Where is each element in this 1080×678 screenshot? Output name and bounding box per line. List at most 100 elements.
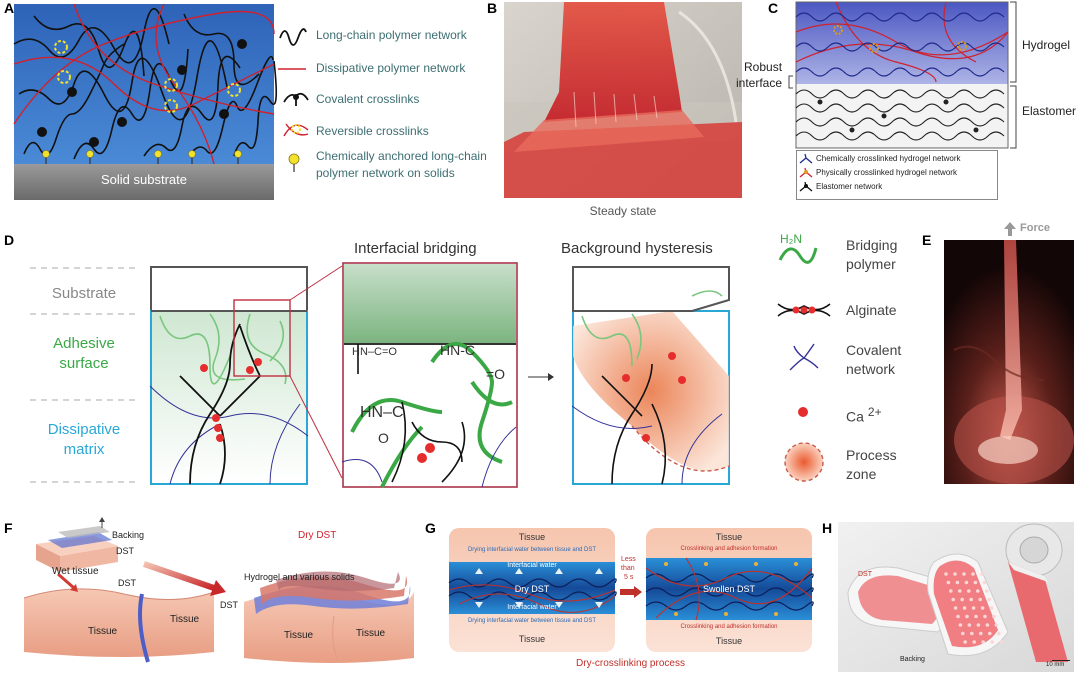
panel-d-guides (30, 267, 140, 483)
panel-letter-b: B (487, 0, 498, 16)
pad-hole (980, 606, 985, 610)
pad-hole (967, 623, 972, 627)
pad-hole (997, 631, 1001, 636)
pad-hole (979, 631, 983, 636)
pad-hole (953, 606, 958, 610)
panel-e-photo (944, 240, 1074, 484)
chem-label-5: O (378, 430, 389, 446)
substrate-label: Solid substrate (101, 172, 187, 187)
pad-hole (973, 580, 978, 585)
physical-network-icon (799, 167, 813, 178)
reversible-crosslink-icon (283, 123, 309, 137)
legend-anchor-line1: Chemically anchored long-chain (316, 149, 487, 163)
matrix-side-label: matrix (63, 441, 105, 458)
g-right-cross-bottom: Crosslinking and adhesion formation (680, 624, 778, 630)
g-caption: Dry-crosslinking process (576, 658, 685, 669)
legend-alginate: Alginate (846, 302, 897, 318)
panel-letter-h: H (822, 520, 833, 536)
elastomer-network-icon (799, 181, 813, 192)
pad-hole (962, 606, 967, 610)
legend-chemical: Chemically crosslinked hydrogel network (816, 154, 961, 163)
g-arrow-2: than (621, 565, 635, 572)
legend-physical: Physically crosslinked hydrogel network (816, 168, 957, 177)
panel-h-photo (838, 522, 1074, 672)
legend-dissipative: Dissipative polymer network (316, 61, 466, 75)
legend-covalent-1: Covalent (846, 342, 902, 358)
panel-f-illustration (23, 517, 414, 663)
pad-hole (971, 606, 976, 610)
pad-hole (994, 623, 999, 627)
pad-hole (949, 589, 953, 593)
calcium-charge: 2+ (867, 405, 882, 419)
panel-g-right-illustration (645, 528, 814, 652)
pad-hole (988, 631, 992, 636)
adhesive-side-label: Adhesive (53, 335, 115, 352)
bridging-polymer-icon (778, 247, 818, 264)
panel-letter-a: A (4, 0, 15, 16)
pad-hole (980, 572, 984, 576)
h-backing-label: Backing (900, 656, 925, 663)
pad-hole (965, 614, 969, 619)
process-zone-icon (784, 442, 824, 482)
robust-label: Robust (744, 60, 783, 74)
pad-hole (972, 640, 976, 644)
tissue-left-label: Tissue (88, 626, 118, 637)
panel-letter-e: E (922, 232, 932, 248)
g-right-bottom: Tissue (715, 636, 743, 646)
pad-hole (976, 589, 980, 593)
pad-hole (953, 572, 957, 576)
g-arrow-3: 5 s (624, 574, 634, 581)
pad-hole (958, 623, 963, 627)
force-label: Force (1020, 222, 1050, 234)
dissipative-side-label: Dissipative (47, 421, 121, 438)
pad-hole (981, 640, 985, 644)
legend-reversible: Reversible crosslinks (316, 124, 429, 138)
pad-hole (963, 640, 967, 644)
g-left-drying-top: Drying interfacial water between tissue … (467, 547, 597, 553)
panel-b-caption: Steady state (589, 204, 657, 218)
pad-hole (987, 597, 991, 602)
chem-label-4: HN–C (360, 404, 404, 421)
panel-b-photo (504, 2, 742, 198)
g-right-cross-top: Crosslinking and adhesion formation (680, 546, 778, 552)
covalent-network-icon (789, 343, 819, 371)
pad-hole (946, 580, 951, 585)
panel-d-left-box (149, 266, 309, 485)
long-chain-polymer-icon (279, 28, 307, 46)
legend-process-2: zone (846, 466, 877, 482)
chemical-network-icon (799, 153, 813, 164)
backing-label: Backing (112, 530, 145, 540)
dst-lower-label: DST (118, 578, 136, 588)
panel-c-legend (796, 150, 998, 200)
pad-hole (964, 580, 969, 585)
panel-c-brackets (1010, 1, 1017, 149)
legend-bridging-2: polymer (846, 256, 896, 272)
h-scale-label: 10 mm (1046, 662, 1065, 668)
legend-covalent: Covalent crosslinks (316, 92, 420, 106)
g-left-top: Tissue (518, 532, 546, 542)
wet-tissue-label: Wet tissue (52, 566, 99, 577)
legend-process-1: Process (846, 447, 897, 463)
chem-label-2: HN-C (440, 342, 475, 358)
elastomer-label: Elastomer (1022, 104, 1077, 118)
pad-hole (967, 589, 971, 593)
interfacial-bridging-heading: Interfacial bridging (354, 240, 477, 257)
panel-a-illustration (13, 3, 278, 200)
legend-covalent-2: network (846, 361, 896, 377)
pad-hole (958, 589, 962, 593)
panel-letter-g: G (425, 520, 436, 536)
g-left-water-bottom: Interfacial water (507, 604, 557, 611)
g-left-center: Dry DST (514, 584, 550, 594)
panel-letter-c: C (768, 0, 779, 16)
legend-anchor-line2: polymer network on solids (316, 166, 455, 180)
scale-bar (1052, 660, 1070, 661)
tissue-right-b-label: Tissue (356, 628, 386, 639)
pad-hole (974, 614, 978, 619)
legend-long-chain: Long-chain polymer network (316, 28, 467, 42)
panel-d-arrow (528, 373, 554, 381)
pad-hole (962, 572, 966, 576)
calcium-label: Ca (846, 408, 864, 425)
g-right-center: Swollen DST (702, 584, 756, 594)
pad-hole (960, 597, 964, 602)
